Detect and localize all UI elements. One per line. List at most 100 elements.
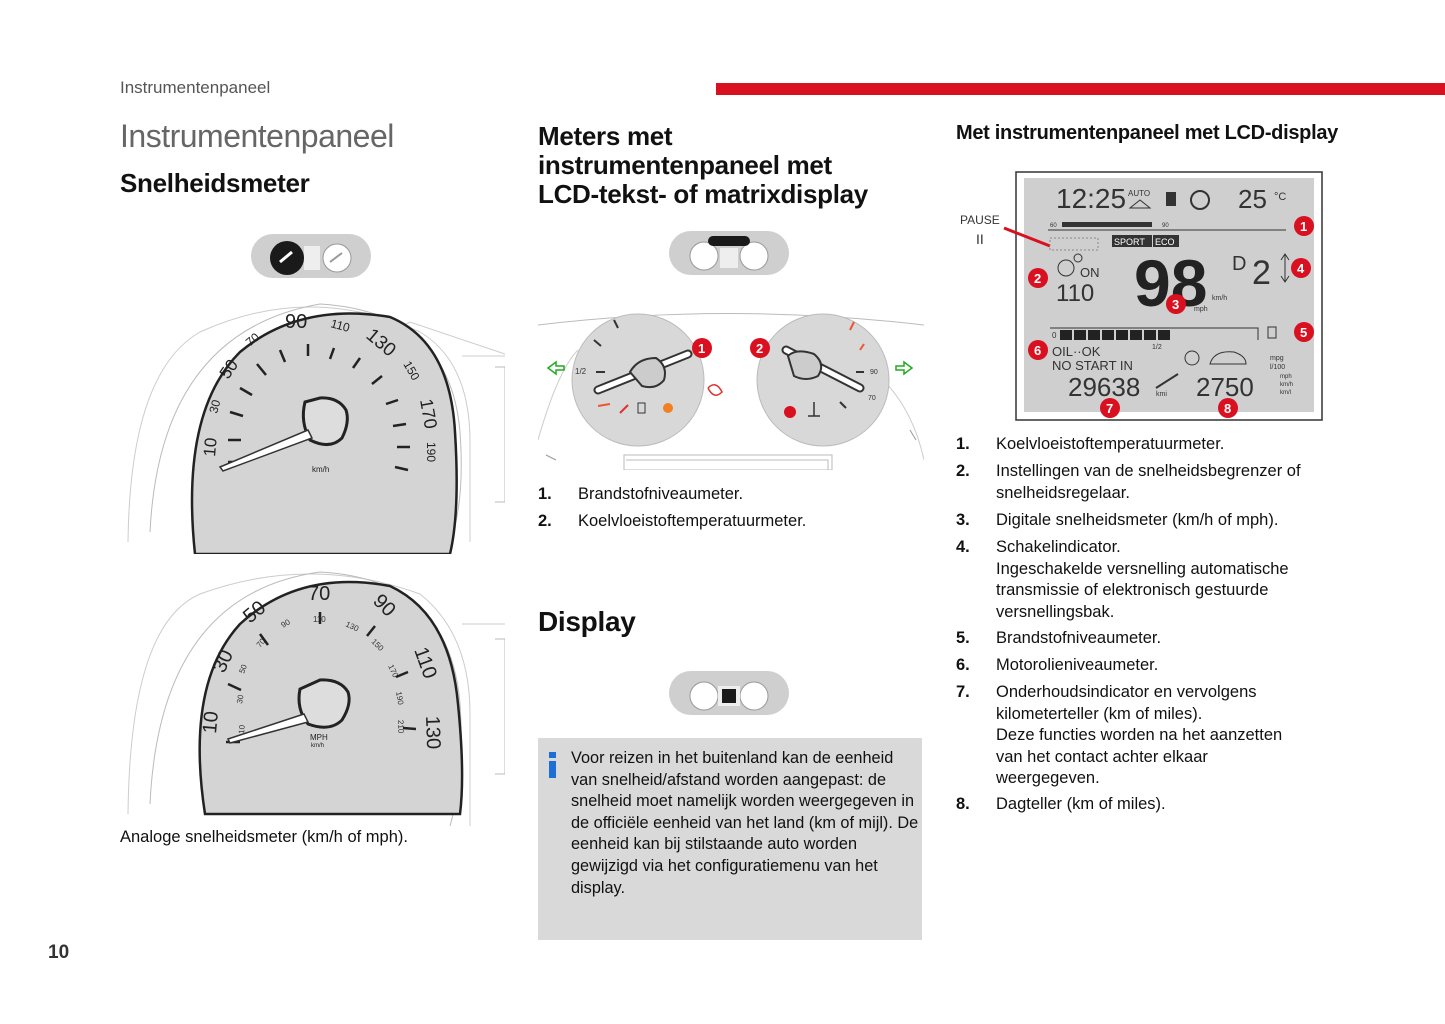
speedometer-mph-kmh-gauge: 10 30 50 70 90 110 130 10 30 50 70 90 11… [127, 571, 505, 826]
list-item-line: Koelvloeistoftemperatuurmeter. [996, 435, 1225, 453]
lcd-speed-unit-mph: mph [1194, 306, 1208, 313]
list-item-text: Digitale snelheidsmeter (km/h of mph). [996, 510, 1345, 532]
section-label: Instrumentenpaneel [120, 78, 271, 97]
list-item-line: weergegeven. [996, 769, 1100, 787]
lcd-mode-eco: ECO [1155, 237, 1175, 247]
lcd-callout-5: 5 [1300, 325, 1307, 340]
list-item-text: Motorolieniveaumeter. [996, 655, 1345, 677]
lcd-legend-list: 1.Koelvloeistoftemperatuurmeter.2.Instel… [956, 434, 1345, 824]
list-item-text: Koelvloeistoftemperatuurmeter. [996, 434, 1345, 456]
lcd-callout-7: 7 [1106, 401, 1113, 416]
temp-70-label: 70 [868, 395, 876, 402]
header-accent-bar [716, 83, 1445, 95]
list-item-number: 7. [956, 683, 970, 701]
list-item-line: Deze functies worden na het aanzetten [996, 726, 1283, 744]
speedometer-kmh-gauge: 10 30 50 70 90 110 130 150 170 190 km/h [127, 303, 505, 554]
lcd-time: 12:25 [1056, 183, 1126, 214]
gauge1-label: 90 [285, 311, 307, 333]
list-item-line: Dagteller (km of miles). [996, 795, 1166, 813]
lcd-fuel-segment [1130, 330, 1142, 340]
gauge2-inner-label: 50 [237, 663, 249, 675]
lcd-trip-unit-kmh: km/h [1280, 382, 1293, 388]
list-item-number: 3. [956, 511, 970, 529]
lcd-odo-unit: kmi [1156, 391, 1167, 398]
gauge2-outer-label: 10 [199, 710, 223, 734]
list-item-line: Motorolieniveaumeter. [996, 656, 1159, 674]
list-item-line: versnellingsbak. [996, 602, 1115, 621]
lcd-limiter-on: ON [1080, 265, 1100, 280]
lcd-gear-letter: D [1232, 253, 1246, 275]
lcd-fuel-segment [1060, 330, 1072, 340]
info-icon [548, 752, 557, 778]
list-item-text: Brandstofniveaumeter. [996, 628, 1345, 650]
lcd-callout-4: 4 [1297, 261, 1305, 276]
gauge2-unit-mph: MPH [310, 733, 328, 742]
lcd-fuel-segment [1088, 330, 1100, 340]
lcd-callout-3: 3 [1172, 297, 1179, 312]
list-item-line: Digitale snelheidsmeter (km/h of mph). [996, 511, 1279, 529]
lcd-pause-symbol: II [976, 231, 984, 247]
gauge2-inner-label: 210 [396, 720, 405, 734]
list-item-line: transmissie of elektronisch gestuurde [996, 581, 1269, 599]
lcd-fuel-segments [1060, 330, 1170, 340]
lcd-oil-level: OIL··OK [1052, 344, 1101, 359]
lcd-scale-60: 60 [1050, 223, 1057, 229]
list-item-line: kilometerteller (km of miles). [996, 704, 1203, 723]
lcd-trip: 2750 [1196, 372, 1254, 402]
lcd-auto-label: AUTO [1128, 189, 1150, 198]
lcd-fuel-segment [1074, 330, 1086, 340]
lcd-mode-sport: SPORT [1114, 237, 1145, 247]
lcd-display-diagram: 12:25 AUTO 25 °C 60 90 PAUSE II SPORT EC… [960, 171, 1323, 421]
gauge1-label: 10 [200, 437, 221, 458]
list-item-number: 1. [956, 435, 970, 453]
lcd-outside-temp: 25 [1238, 184, 1267, 214]
list-item-line: Instellingen van de snelheidsbegrenzer o… [996, 462, 1301, 480]
list-item-line: Ingeschakelde versnelling automatische [996, 559, 1289, 578]
meters-heading-line: instrumentenpaneel met [538, 150, 832, 180]
list-item-line: van het contact achter elkaar [996, 747, 1208, 766]
gauge1-label: 110 [329, 316, 351, 335]
lcd-callout-1: 1 [1300, 219, 1307, 234]
meters-heading-line: Meters met [538, 121, 673, 151]
lcd-fuel-segment [1144, 330, 1156, 340]
callout-2: 2 [756, 341, 763, 356]
lcd-trip-unit-kml: km/l [1280, 390, 1291, 396]
fuel-and-temperature-gauges: 1/2 1 2 90 70 [538, 313, 924, 470]
speedometer-caption: Analoge snelheidsmeter (km/h of mph). [120, 828, 408, 846]
gauges-legend-list: 1. Brandstofniveaumeter. 2. Koelvloeisto… [538, 485, 807, 530]
list-item-number: 6. [956, 656, 970, 674]
lcd-callout-8: 8 [1224, 401, 1231, 416]
list-item-line: Schakelindicator. [996, 538, 1121, 556]
lcd-fuel-zero: 0 [1052, 331, 1057, 340]
gauge2-unit-kmh: km/h [311, 743, 324, 749]
list-item-number: 8. [956, 795, 970, 813]
gauge2-outer-label: 70 [308, 583, 330, 605]
gauge2-inner-label: 10 [237, 724, 247, 734]
lcd-callout-6: 6 [1034, 343, 1041, 358]
cluster-center-location-icon [669, 231, 789, 275]
fuel-half-label: 1/2 [575, 367, 587, 376]
lcd-trip-unit-mph: mph [1280, 374, 1292, 380]
list-item-text: Instellingen van de snelheidsbegrenzer o… [996, 461, 1345, 504]
lcd-fuel-segment [1158, 330, 1170, 340]
callout-1: 1 [698, 341, 705, 356]
lcd-no-start: NO START IN [1052, 358, 1133, 373]
lcd-fuel-segment [1102, 330, 1114, 340]
gauge2-inner-label: 30 [235, 693, 246, 704]
gauge1-unit: km/h [312, 465, 329, 474]
display-heading: Display [538, 606, 636, 637]
page-title: Instrumentenpaneel [120, 118, 394, 154]
list-item-line: Brandstofniveaumeter. [996, 629, 1162, 647]
list-item-number: 4. [956, 538, 970, 556]
lcd-pause-label: PAUSE [960, 213, 1000, 227]
gauge1-label: 190 [424, 442, 438, 462]
cluster-location-icon [251, 234, 371, 278]
temp-90-label: 90 [870, 369, 878, 376]
lcd-fuel-segment [1116, 330, 1128, 340]
speedometer-heading: Snelheidsmeter [120, 168, 310, 198]
page-number: 10 [48, 942, 70, 963]
gauge2-outer-label: 130 [421, 715, 444, 749]
list-item-line: snelheidsregelaar. [996, 483, 1130, 502]
lcd-odometer: 29638 [1068, 372, 1140, 402]
